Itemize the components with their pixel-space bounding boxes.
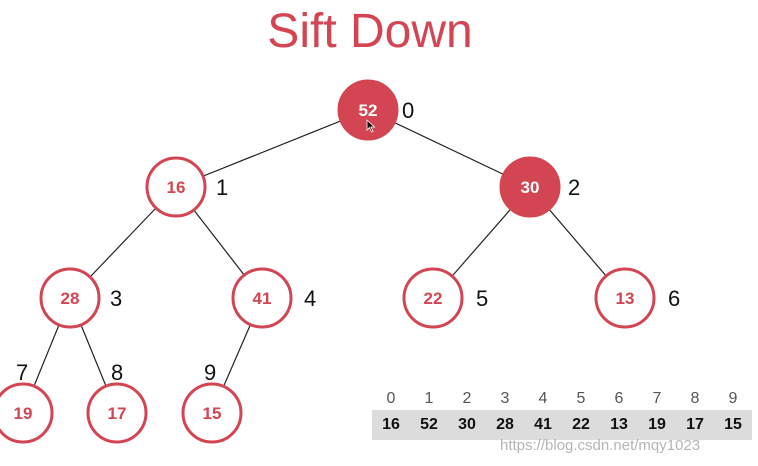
node-index-label: 4 — [304, 286, 316, 311]
array-panel: 0 1 2 3 4 5 6 7 8 9 16 52 30 28 41 22 13… — [372, 388, 752, 440]
node-value: 30 — [521, 178, 540, 197]
array-value: 15 — [724, 416, 742, 433]
node-value: 22 — [424, 289, 443, 308]
watermark-text: https://blog.csdn.net/mqy1023 — [500, 437, 701, 454]
array-value: 13 — [610, 416, 628, 433]
node-circle — [145, 156, 207, 218]
node-circle — [231, 267, 293, 329]
tree-edge — [175, 109, 369, 188]
tree-node: 52 0 — [337, 79, 414, 141]
array-index: 3 — [500, 390, 510, 407]
node-value: 28 — [61, 289, 80, 308]
array-index: 8 — [690, 390, 700, 407]
array-value: 19 — [648, 416, 666, 433]
array-index: 7 — [652, 390, 662, 407]
node-value: 19 — [14, 404, 33, 423]
tree-node: 28 3 — [39, 267, 122, 329]
node-circle — [86, 382, 148, 444]
array-value: 17 — [686, 416, 704, 433]
array-index: 9 — [728, 390, 738, 407]
node-index-label: 1 — [216, 175, 228, 200]
array-value: 52 — [420, 416, 438, 433]
array-value: 41 — [534, 416, 552, 433]
node-value: 17 — [108, 404, 127, 423]
node-value: 15 — [203, 404, 222, 423]
mouse-cursor-icon — [366, 119, 376, 133]
array-value: 16 — [382, 416, 400, 433]
tree-node: 17 8 — [86, 360, 148, 444]
node-circle — [499, 156, 561, 218]
array-index: 4 — [538, 390, 548, 407]
node-index-label: 3 — [110, 286, 122, 311]
node-index-label: 9 — [204, 360, 216, 385]
node-index-label: 7 — [16, 360, 28, 385]
array-index: 5 — [576, 390, 586, 407]
array-index: 2 — [462, 390, 472, 407]
node-index-label: 2 — [568, 175, 580, 200]
node-index-label: 6 — [668, 286, 680, 311]
tree-node: 15 9 — [181, 360, 243, 444]
node-value: 16 — [167, 178, 186, 197]
node-index-label: 8 — [111, 360, 123, 385]
array-index: 6 — [614, 390, 624, 407]
node-circle — [39, 267, 101, 329]
tree-node: 30 2 — [499, 156, 580, 218]
array-index: 1 — [424, 390, 434, 407]
tree-node: 22 5 — [402, 267, 488, 329]
array-value: 30 — [458, 416, 476, 433]
array-index-row: 0 1 2 3 4 5 6 7 8 9 — [372, 388, 752, 410]
node-value: 13 — [616, 289, 635, 308]
node-index-label: 0 — [402, 98, 414, 123]
node-circle — [337, 79, 399, 141]
tree-node: 19 7 — [0, 360, 54, 444]
array-value: 22 — [572, 416, 590, 433]
diagram-title: Sift Down — [267, 5, 473, 58]
node-circle — [594, 267, 656, 329]
array-value: 28 — [496, 416, 514, 433]
array-index: 0 — [386, 390, 396, 407]
tree-node: 41 4 — [231, 267, 316, 329]
node-index-label: 5 — [476, 286, 488, 311]
node-circle — [181, 382, 243, 444]
array-value-row: 16 52 30 28 41 22 13 19 17 15 — [372, 410, 752, 440]
node-value: 41 — [253, 289, 272, 308]
node-circle — [0, 382, 54, 444]
node-value: 52 — [359, 101, 378, 120]
tree-node: 16 1 — [145, 156, 228, 218]
node-circle — [402, 267, 464, 329]
tree-node: 13 6 — [594, 267, 680, 329]
